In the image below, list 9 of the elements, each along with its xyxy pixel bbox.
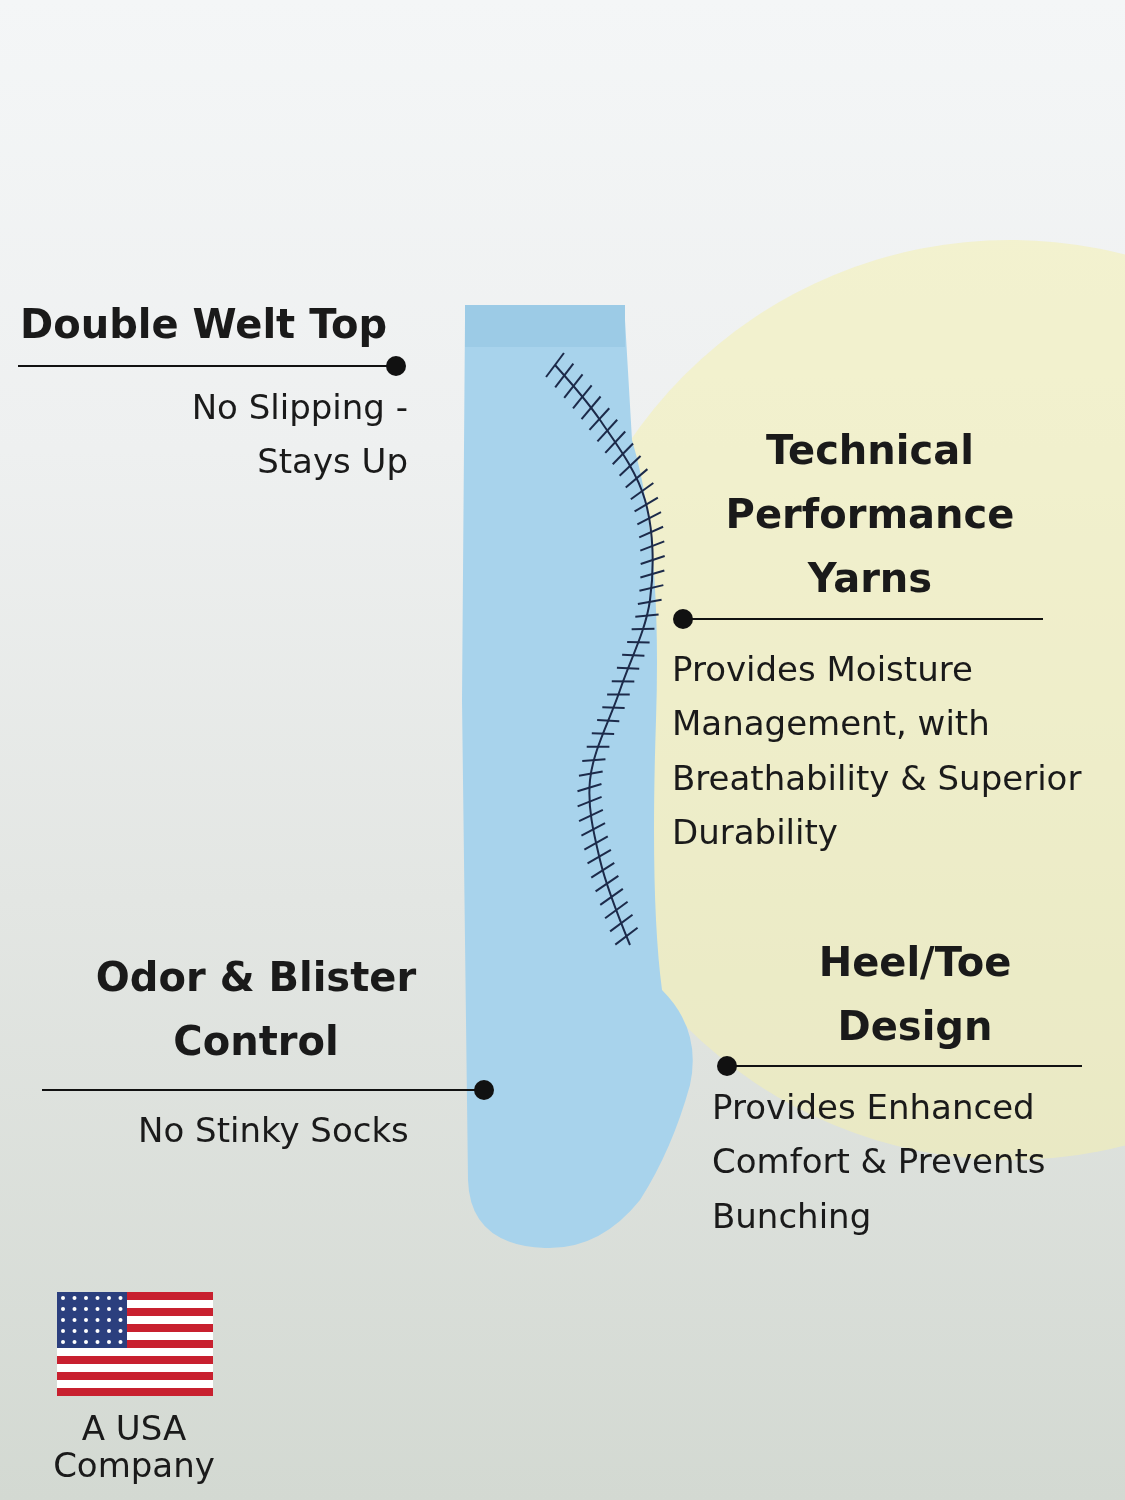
feature-heading: Double Welt Top: [20, 300, 389, 349]
feature-heading: Technical Performance Yarns: [724, 426, 1016, 603]
feature-heading: Heel/Toe Design: [817, 938, 1013, 1051]
feature-description: Provides Moisture Management, with Breathability & Superior Durability: [672, 648, 1083, 855]
company-origin-text: A USA Company: [52, 1410, 216, 1485]
feature-description: No Stinky Socks: [138, 1109, 410, 1152]
feature-description: Provides Enhanced Comfort & Prevents Bunching: [712, 1086, 1047, 1238]
feature-description: No Slipping - Stays Up: [190, 386, 408, 484]
feature-heading: Odor & Blister Control: [94, 953, 418, 1066]
